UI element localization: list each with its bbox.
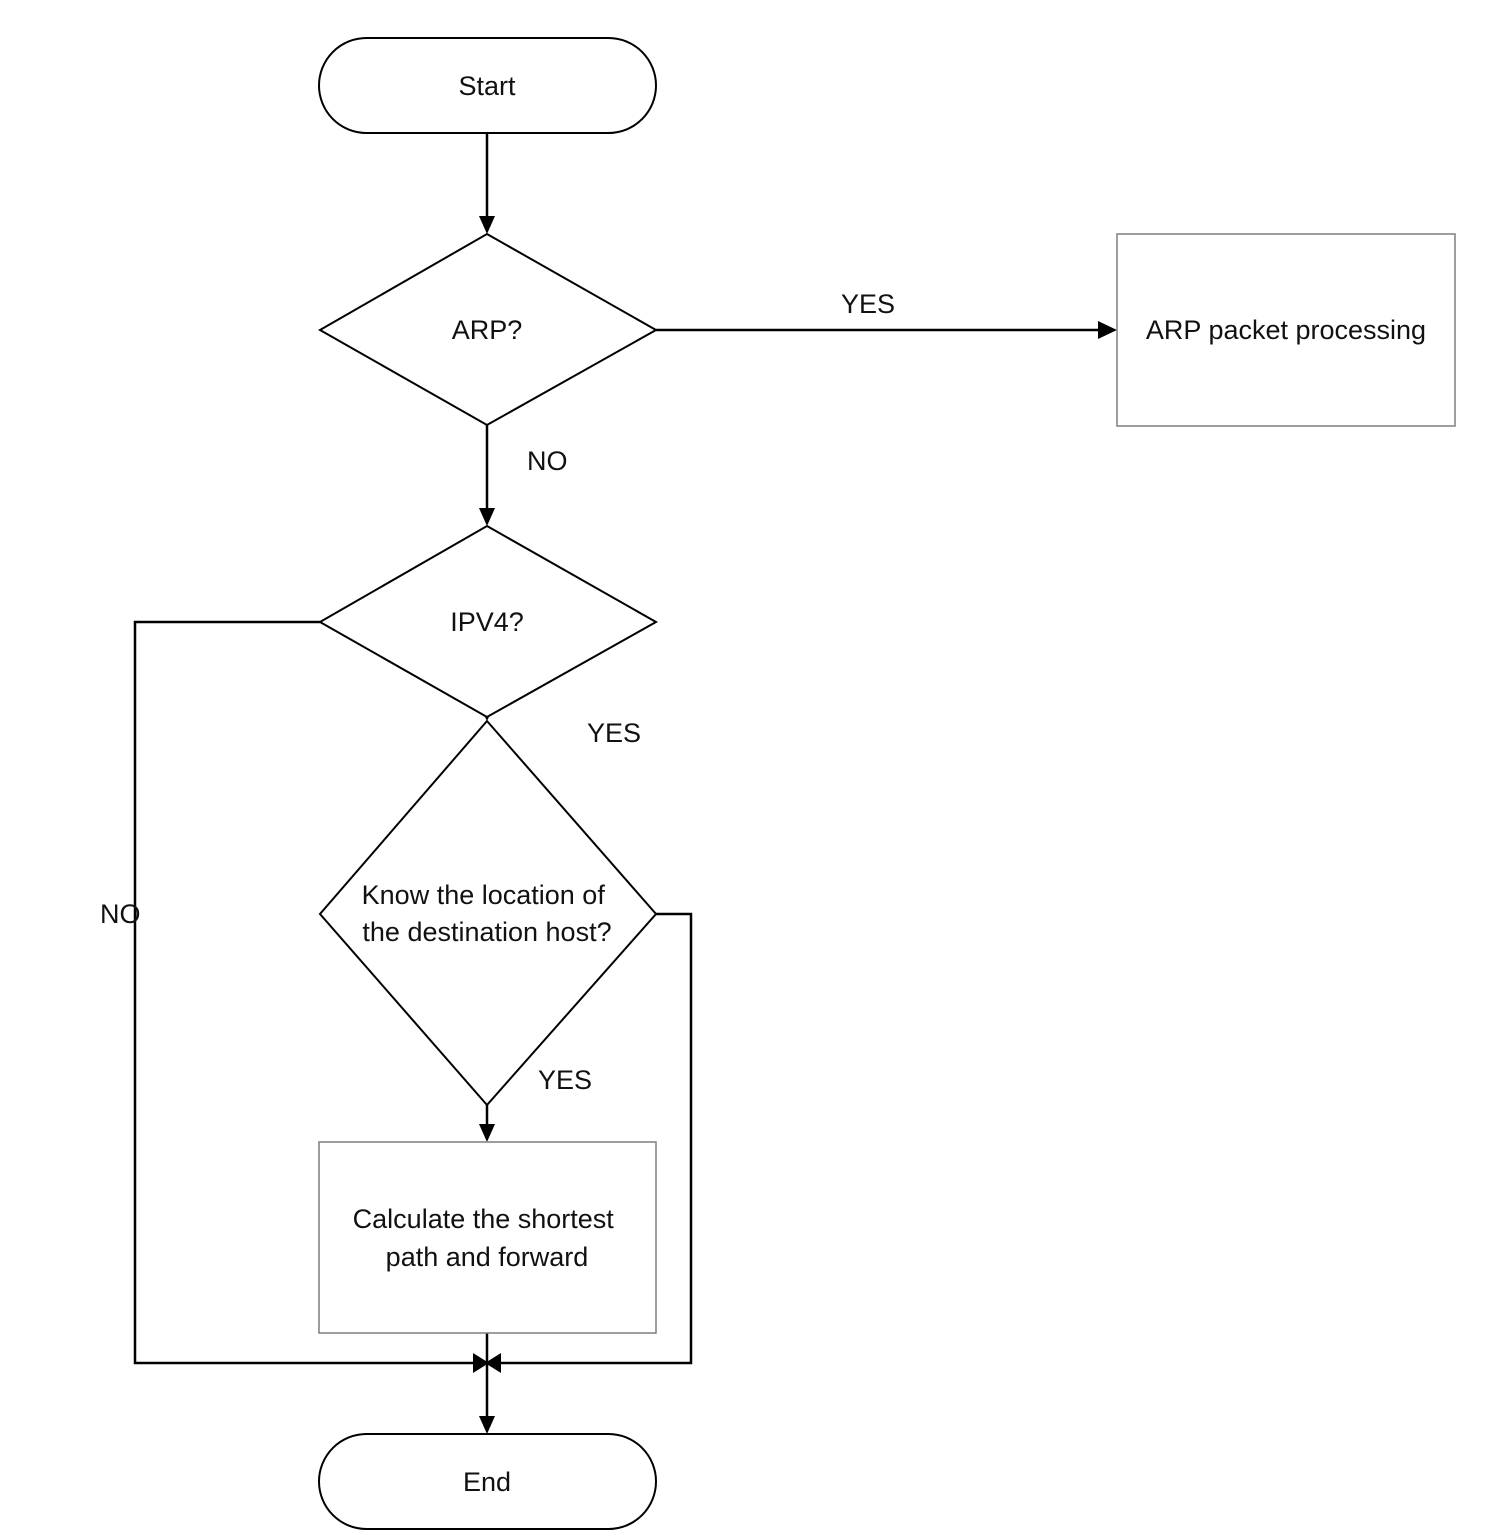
arrowhead-end (479, 1416, 495, 1434)
ipv4-decision (317, 524, 659, 719)
know-yes-label: YES (538, 1065, 592, 1095)
arp-processing-label: ARP packet processing (1146, 315, 1426, 345)
calculate-line-1: Calculate the shortest (353, 1204, 615, 1234)
calculate-line-2: path and forward (386, 1242, 589, 1272)
edge-ipv4-no (133, 620, 474, 1365)
know-location-label: Know the location of the destination hos… (362, 880, 613, 947)
arp-processing-box (1116, 233, 1456, 427)
arp-no-label: NO (527, 446, 568, 476)
arrowhead-arp-processing (1098, 321, 1117, 339)
edge-know-no (500, 912, 693, 1365)
calculate-label: Calculate the shortest path and forward (353, 1204, 622, 1272)
arp-decision (317, 232, 659, 427)
ipv4-yes-label: YES (587, 718, 641, 748)
start-terminator (318, 37, 657, 134)
ipv4-label: IPV4? (450, 607, 524, 637)
arp-label: ARP? (452, 315, 523, 345)
know-location-line-1: Know the location of (362, 880, 606, 910)
start-label: Start (458, 71, 516, 101)
end-label: End (463, 1467, 511, 1497)
know-location-line-2: the destination host? (362, 917, 611, 947)
end-terminator (318, 1433, 657, 1530)
arrowhead-calculate (479, 1124, 495, 1142)
arrowhead-arp (479, 216, 495, 234)
arrowhead-merge-right (485, 1353, 501, 1373)
know-location-decision (318, 719, 658, 1107)
calculate-box (318, 1141, 657, 1334)
ipv4-no-label: NO (100, 899, 141, 929)
arrowhead-merge-left (473, 1353, 489, 1373)
arrowhead-ipv4 (479, 508, 495, 526)
arp-yes-label: YES (841, 289, 895, 319)
